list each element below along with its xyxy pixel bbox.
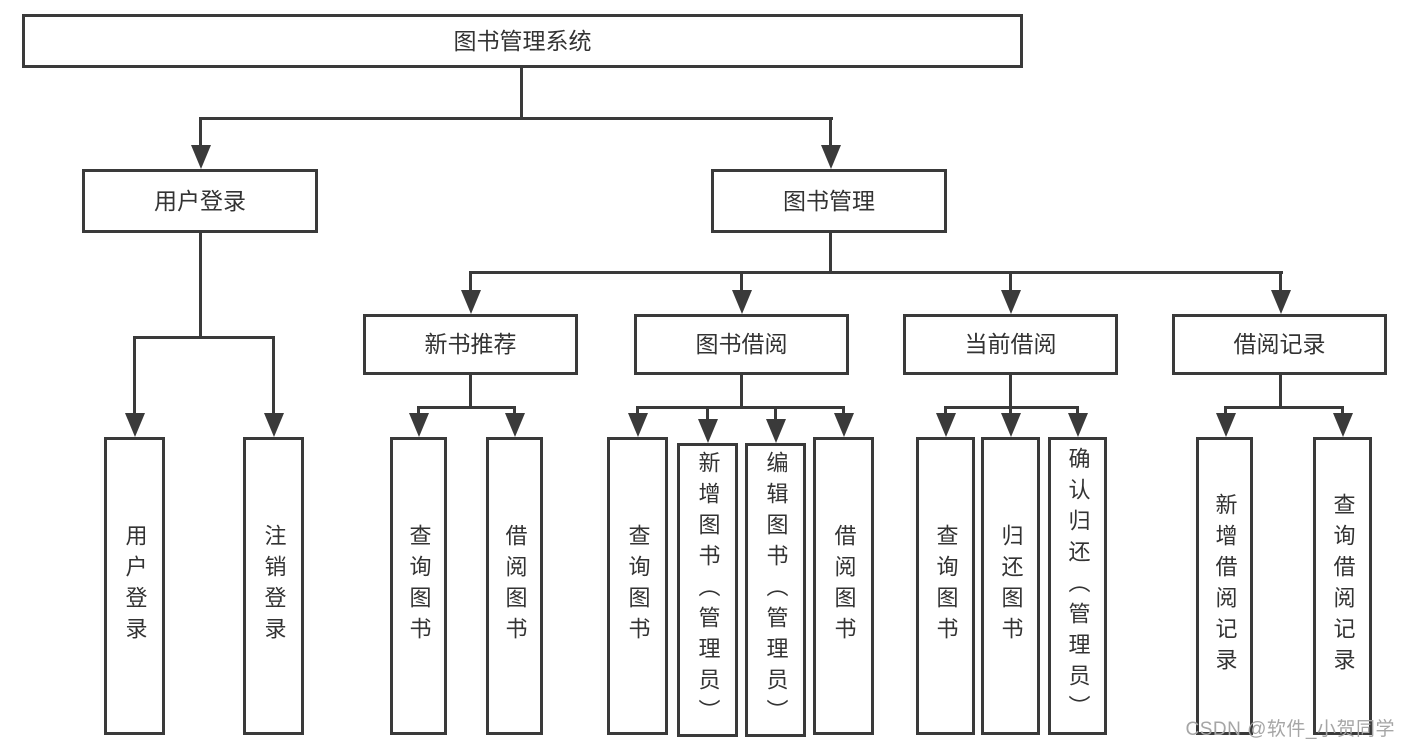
leaf-bb-edit-book: 编辑图书（管理员） xyxy=(745,443,806,737)
arrowhead-down-icon xyxy=(1067,413,1088,437)
connector-line xyxy=(636,406,845,409)
leaf-bb-borrow-book: 借阅图书 xyxy=(813,437,874,735)
node-book-borrow-label: 图书借阅 xyxy=(695,331,788,357)
connector-line xyxy=(1009,271,1012,308)
node-current-borrow: 当前借阅 xyxy=(903,314,1118,375)
connector-line xyxy=(706,406,709,431)
node-borrow-record-label: 借阅记录 xyxy=(1233,331,1326,357)
connector-line xyxy=(417,406,516,409)
leaf-user-login: 用户登录 xyxy=(104,437,165,735)
connector-line xyxy=(1279,271,1282,308)
leaf-bb-query-book-label: 查询图书 xyxy=(625,524,651,648)
leaf-br-query-record: 查询借阅记录 xyxy=(1313,437,1372,735)
connector-line xyxy=(469,271,472,308)
node-book-management-label: 图书管理 xyxy=(783,187,875,214)
arrowhead-down-icon xyxy=(833,413,854,437)
leaf-bb-borrow-book-label: 借阅图书 xyxy=(831,524,857,648)
connector-line xyxy=(829,232,832,274)
arrowhead-down-icon xyxy=(731,290,752,314)
connector-line xyxy=(199,117,833,120)
connector-line xyxy=(1279,374,1282,409)
leaf-nbr-borrow-book-label: 借阅图书 xyxy=(502,524,528,648)
arrowhead-down-icon xyxy=(408,413,429,437)
arrowhead-down-icon xyxy=(124,413,145,437)
arrowhead-down-icon xyxy=(263,413,284,437)
arrowhead-down-icon xyxy=(627,413,648,437)
leaf-cb-confirm-return-label: 确认归还（管理员） xyxy=(1065,446,1091,726)
connector-line xyxy=(520,67,523,120)
connector-line xyxy=(740,271,743,308)
leaf-br-add-record: 新增借阅记录 xyxy=(1196,437,1253,735)
leaf-br-add-record-label: 新增借阅记录 xyxy=(1212,493,1238,679)
node-new-book-recommend: 新书推荐 xyxy=(363,314,578,375)
connector-line xyxy=(740,374,743,409)
connector-line xyxy=(199,117,202,162)
leaf-bb-edit-book-label: 编辑图书（管理员） xyxy=(763,450,789,730)
connector-line xyxy=(199,232,202,339)
arrowhead-down-icon xyxy=(1000,290,1021,314)
connector-line xyxy=(133,336,136,430)
leaf-nbr-query-book-label: 查询图书 xyxy=(406,524,432,648)
leaf-logout: 注销登录 xyxy=(243,437,304,735)
arrowhead-down-icon xyxy=(504,413,525,437)
node-root-label: 图书管理系统 xyxy=(453,27,592,54)
leaf-bb-add-book: 新增图书（管理员） xyxy=(677,443,738,737)
connector-line xyxy=(829,117,832,162)
connector-line xyxy=(272,336,275,430)
connector-line xyxy=(133,336,275,339)
connector-line xyxy=(1009,374,1012,409)
arrowhead-down-icon xyxy=(1332,413,1353,437)
node-book-management: 图书管理 xyxy=(711,169,947,233)
leaf-cb-query-book: 查询图书 xyxy=(916,437,975,735)
leaf-nbr-borrow-book: 借阅图书 xyxy=(486,437,543,735)
node-root: 图书管理系统 xyxy=(22,14,1023,68)
leaf-user-login-label: 用户登录 xyxy=(122,524,148,648)
arrowhead-down-icon xyxy=(697,419,718,443)
node-book-borrow: 图书借阅 xyxy=(634,314,849,375)
arrowhead-down-icon xyxy=(820,145,841,169)
leaf-nbr-query-book: 查询图书 xyxy=(390,437,447,735)
leaf-cb-return-book: 归还图书 xyxy=(981,437,1040,735)
leaf-br-query-record-label: 查询借阅记录 xyxy=(1330,493,1356,679)
leaf-bb-query-book: 查询图书 xyxy=(607,437,668,735)
arrowhead-down-icon xyxy=(1270,290,1291,314)
leaf-logout-label: 注销登录 xyxy=(261,524,287,648)
node-borrow-record: 借阅记录 xyxy=(1172,314,1387,375)
arrowhead-down-icon xyxy=(460,290,481,314)
node-new-book-recommend-label: 新书推荐 xyxy=(424,331,517,357)
arrowhead-down-icon xyxy=(935,413,956,437)
connector-line xyxy=(774,406,777,431)
node-user-login-label: 用户登录 xyxy=(154,187,246,214)
leaf-cb-query-book-label: 查询图书 xyxy=(933,524,959,648)
node-current-borrow-label: 当前借阅 xyxy=(964,331,1057,357)
node-user-login: 用户登录 xyxy=(82,169,318,233)
connector-line xyxy=(469,271,1283,274)
connector-line xyxy=(1224,406,1344,409)
arrowhead-down-icon xyxy=(765,419,786,443)
arrowhead-down-icon xyxy=(1215,413,1236,437)
arrowhead-down-icon xyxy=(1000,413,1021,437)
leaf-cb-return-book-label: 归还图书 xyxy=(998,524,1024,648)
leaf-bb-add-book-label: 新增图书（管理员） xyxy=(695,450,721,730)
arrowhead-down-icon xyxy=(190,145,211,169)
leaf-cb-confirm-return: 确认归还（管理员） xyxy=(1048,437,1107,735)
connector-line xyxy=(469,374,472,409)
